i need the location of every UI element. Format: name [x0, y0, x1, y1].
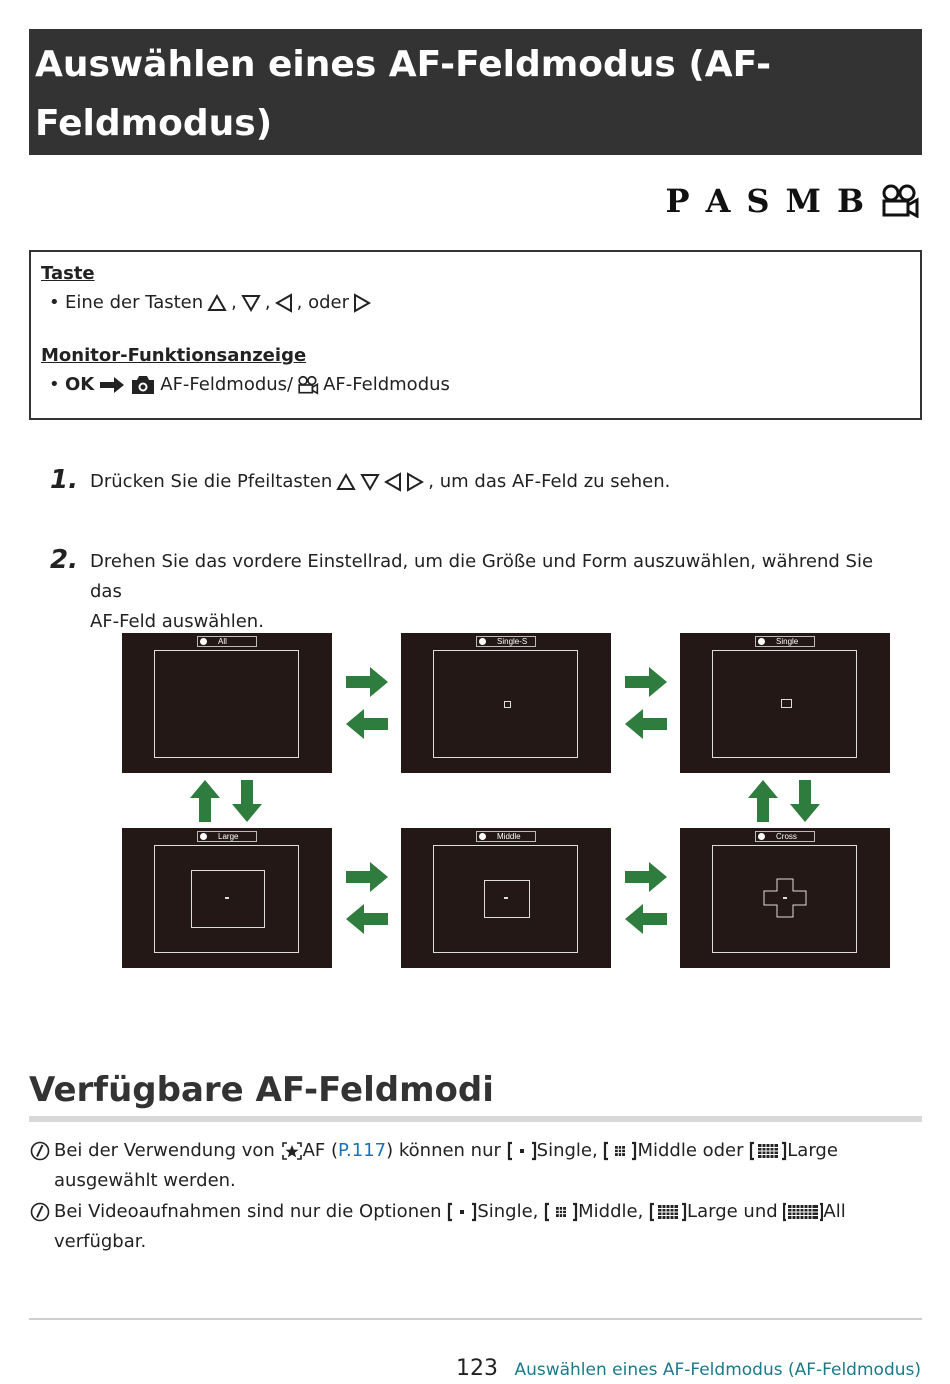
- note-1: Bei der Verwendung von AF (P.117) können…: [30, 1136, 910, 1196]
- comma-1: ,: [231, 292, 237, 313]
- step-1-text: Drücken Sie die Pfeiltasten: [90, 471, 333, 492]
- info-box: Taste • Eine der Tasten , , , oder Monit…: [29, 250, 922, 420]
- page-header: Auswählen eines AF-Feldmodus (AF- Feldmo…: [29, 29, 922, 155]
- arrows-horizontal-3: [346, 862, 388, 934]
- arrows-vertical-left: [190, 780, 262, 822]
- comma-2: ,: [264, 292, 271, 313]
- step-2-line1: Drehen Sie das vordere Einstellrad, um d…: [90, 551, 874, 602]
- note-1-single: Single,: [536, 1140, 598, 1161]
- page-link[interactable]: P.117: [337, 1140, 387, 1161]
- mode-a: A: [705, 182, 733, 220]
- triangle-down-icon: [360, 474, 381, 491]
- step-2: 2. Drehen Sie das vordere Einstellrad, u…: [50, 545, 900, 637]
- note-2-single: Single,: [477, 1201, 539, 1222]
- af-photo-text: AF-Feldmodus/: [160, 374, 294, 395]
- section-title: Verfügbare AF-Feldmodi: [29, 1070, 494, 1110]
- screen-label: Single: [755, 636, 815, 647]
- af-middle-icon: [604, 1141, 637, 1161]
- camera-icon: [132, 376, 155, 394]
- mode-s: S: [746, 182, 772, 220]
- note-1-line2: ausgewählt werden.: [54, 1170, 236, 1191]
- oder-text: , oder: [296, 292, 349, 313]
- page-number: 123: [456, 1356, 498, 1381]
- shooting-modes: P A S M B: [666, 181, 920, 221]
- af-screen-all: All: [122, 633, 332, 773]
- footer-chapter-link[interactable]: Auswählen eines AF-Feldmodus (AF-Feldmod…: [514, 1360, 921, 1380]
- triangle-up-icon: [336, 473, 357, 490]
- triangle-down-icon: [241, 295, 261, 312]
- step-1-text-after: , um das AF-Feld zu sehen.: [428, 471, 671, 492]
- arrows-horizontal-1: [346, 667, 388, 739]
- arrows-vertical-right: [748, 780, 820, 822]
- note-1-text2: AF (: [302, 1140, 338, 1161]
- mode-b: B: [836, 182, 866, 220]
- arrows-horizontal-4: [625, 862, 667, 934]
- af-screen-cross: Cross: [680, 828, 890, 968]
- note-icon: [30, 1141, 50, 1161]
- movie-camera-icon: [882, 184, 919, 218]
- taste-line: • Eine der Tasten , , , oder: [41, 288, 910, 318]
- note-2: Bei Videoaufnahmen sind nur die Optionen…: [30, 1197, 910, 1257]
- note-1-text1: Bei der Verwendung von: [54, 1140, 275, 1161]
- ok-label: OK: [65, 374, 95, 395]
- af-movie-text: AF-Feldmodus: [323, 374, 450, 395]
- triangle-right-icon: [407, 472, 425, 492]
- note-2-middle: Middle,: [578, 1201, 644, 1222]
- monitor-line: • OK AF-Feldmodus/ AF-Feldmodus: [41, 370, 910, 400]
- note-1-middle: Middle oder: [637, 1140, 744, 1161]
- step-1: 1. Drücken Sie die Pfeiltasten , um das …: [50, 465, 900, 497]
- af-large-icon: [750, 1141, 787, 1161]
- af-all-icon: [783, 1202, 824, 1222]
- step-number: 1.: [50, 465, 78, 495]
- mode-m: M: [785, 182, 823, 220]
- monitor-heading: Monitor-Funktionsanzeige: [41, 345, 307, 366]
- step-number: 2.: [50, 545, 78, 575]
- triangle-left-icon: [274, 293, 292, 313]
- footer-divider: [29, 1318, 922, 1320]
- af-single-icon: [448, 1202, 477, 1222]
- af-middle-icon: [545, 1202, 578, 1222]
- note-2-text1: Bei Videoaufnahmen sind nur die Optionen: [54, 1201, 442, 1222]
- af-screen-single-s: Single-S: [401, 633, 611, 773]
- arrows-horizontal-2: [625, 667, 667, 739]
- triangle-up-icon: [207, 294, 227, 311]
- mode-p: P: [665, 182, 692, 220]
- header-title-line1: Auswählen eines AF-Feldmodus (AF-: [35, 44, 772, 85]
- bullet: •: [49, 292, 60, 313]
- note-2-all: All: [823, 1201, 846, 1222]
- taste-heading: Taste: [41, 263, 95, 284]
- af-screen-middle: Middle: [401, 828, 611, 968]
- bullet: •: [49, 374, 60, 395]
- note-1-text3: ) können nur: [386, 1140, 501, 1161]
- screen-label: Single-S: [476, 636, 536, 647]
- note-2-line2: verfügbar.: [54, 1231, 147, 1252]
- af-single-icon: [507, 1141, 536, 1161]
- triangle-left-icon: [384, 472, 402, 492]
- section-divider: [29, 1116, 922, 1122]
- taste-text: Eine der Tasten: [65, 292, 204, 313]
- arrow-right-icon: [100, 377, 125, 393]
- af-screen-single: Single: [680, 633, 890, 773]
- note-1-large: Large: [787, 1140, 838, 1161]
- note-2-large: Large und: [687, 1201, 778, 1222]
- screen-label: Large: [197, 831, 257, 842]
- step-2-line2: AF-Feld auswählen.: [90, 611, 264, 632]
- screen-label: Middle: [476, 831, 536, 842]
- screen-label: All: [197, 636, 257, 647]
- movie-camera-icon: [298, 375, 319, 395]
- af-screen-large: Large: [122, 828, 332, 968]
- triangle-right-icon: [354, 293, 371, 313]
- screen-label: Cross: [755, 831, 815, 842]
- face-priority-af-icon: [281, 1142, 302, 1160]
- note-icon: [30, 1202, 50, 1222]
- header-title-line2: Feldmodus): [35, 103, 273, 144]
- af-large-icon: [649, 1202, 687, 1222]
